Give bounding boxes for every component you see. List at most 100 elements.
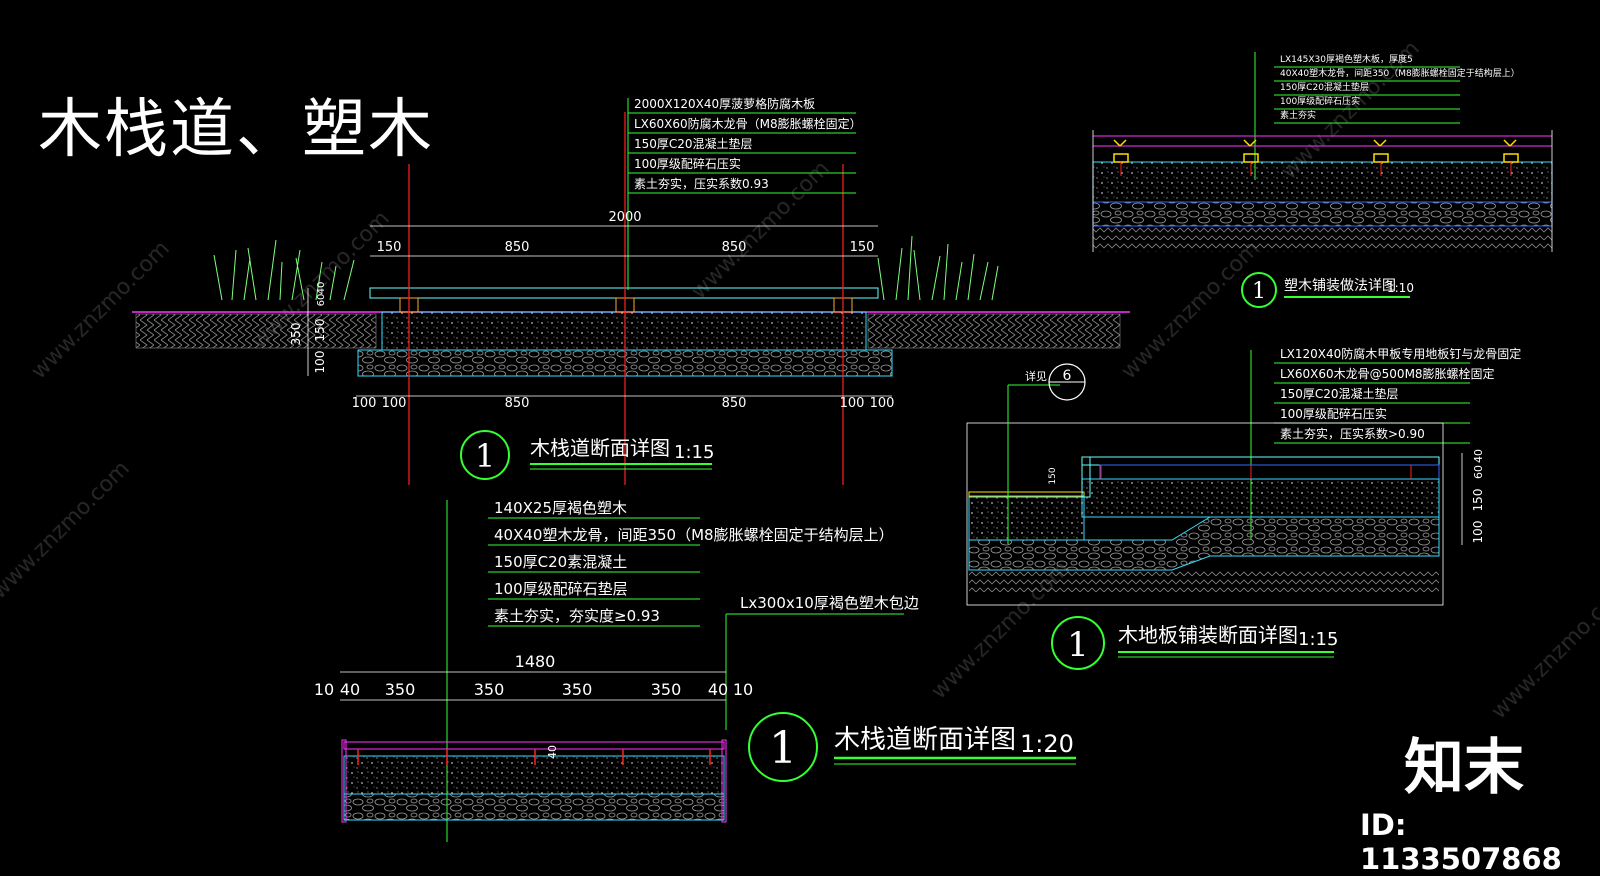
dim-overall: 2000 [608, 210, 641, 225]
detail-a-note-5: 素土夯实，压实系数0.93 [634, 176, 769, 191]
d-concrete [1081, 478, 1440, 518]
detail-b-note-4: 100厚级配碎石垫层 [494, 580, 628, 598]
d-dim-150: 150 [1471, 489, 1485, 512]
dim-seg-3: 850 [722, 240, 747, 255]
d-left-paving [968, 491, 1085, 498]
d-callout-label: 详见 [1025, 369, 1047, 383]
detail-c-title: 塑木铺装做法详图 [1284, 278, 1396, 294]
detail-d-note-3: 150厚C20混凝土垫层 [1280, 386, 1399, 401]
dim-side-100: 100 [313, 351, 327, 374]
d-anchors [1100, 465, 1412, 479]
dim-seg-1: 150 [377, 240, 402, 255]
brand-id: ID: 1133507868 [1360, 808, 1562, 876]
dim-b-seg-7: 40 [708, 680, 728, 699]
deck-board [369, 287, 879, 299]
watermark-text-8: www.znzmo.com [1487, 576, 1600, 724]
soil-right [867, 313, 1121, 349]
detail-d-note-5: 素土夯实，压实系数>0.90 [1280, 426, 1425, 441]
c-concrete [1092, 161, 1553, 203]
d-frame [966, 422, 1444, 606]
dim-b-seg-4: 350 [474, 680, 505, 699]
detail-d-number: 1 [1067, 625, 1089, 665]
b-concrete [343, 755, 725, 795]
detail-d-notes: LX120X40防腐木甲板专用地板钉与龙骨固定 LX60X60木龙骨@500M8膨… [1274, 346, 1521, 444]
concrete-layer [381, 311, 867, 351]
dim-side-40: 40 [316, 282, 327, 295]
dim-seg-2: 850 [505, 240, 530, 255]
dim-b-seg-6: 350 [651, 680, 682, 699]
detail-a-scale: 1:15 [674, 442, 714, 463]
d-left-concrete [968, 495, 1085, 541]
detail-c-note-5: 素土夯实 [1280, 109, 1316, 121]
d-callout-number: 6 [1063, 368, 1072, 384]
detail-c-note-1: LX145X30厚褐色塑木板，厚度5 [1280, 53, 1413, 65]
detail-c-note-4: 100厚级配碎石压实 [1280, 95, 1360, 107]
detail-b-number: 1 [769, 723, 797, 774]
dim-side-350: 350 [289, 323, 303, 346]
detail-a-title: 木栈道断面详图 [530, 436, 670, 460]
c-clips [1113, 139, 1519, 163]
detail-a-number: 1 [475, 437, 495, 475]
detail-b: 140X25厚褐色塑木 40X40塑木龙骨，间距350（M8膨胀螺栓固定于结构层上… [314, 499, 1076, 842]
b-anchors [357, 749, 711, 765]
drawing-title: 木栈道、塑木 [38, 93, 434, 167]
detail-b-notes: 140X25厚褐色塑木 40X40塑木龙骨，间距350（M8膨胀螺栓固定于结构层上… [488, 499, 894, 627]
d-dim-100: 100 [1471, 521, 1485, 544]
d-dim-step: 150 [1048, 467, 1058, 484]
dim-b-inner: 40 [546, 745, 559, 759]
detail-d-scale: 1:15 [1298, 629, 1338, 650]
detail-a-note-2: LX60X60防腐木龙骨（M8膨胀螺栓固定） [634, 116, 862, 131]
watermark-text-4: www.znzmo.com [1117, 236, 1265, 384]
brand-logo-text: 知末 [1404, 733, 1524, 800]
detail-a-note-4: 100厚级配碎石压实 [634, 156, 741, 171]
d-joists [1099, 464, 1440, 480]
soil-left [135, 313, 377, 349]
dim-b-seg-5: 350 [562, 680, 593, 699]
detail-d-title: 木地板铺装断面详图 [1118, 623, 1298, 647]
dim-side-150: 150 [313, 319, 327, 342]
detail-b-note-5: 素土夯实，夯实度≥0.93 [494, 607, 660, 625]
detail-c-number: 1 [1252, 279, 1266, 304]
grass-left [213, 239, 355, 301]
detail-b-circle [748, 712, 818, 782]
dim-b-seg-2: 40 [340, 680, 360, 699]
detail-d-note-4: 100厚级配碎石压实 [1280, 406, 1387, 421]
detail-b-note-3: 150厚C20素混凝土 [494, 553, 627, 571]
b-deck [343, 741, 725, 750]
dim-side-60: 60 [316, 294, 327, 307]
detail-b-note-1: 140X25厚褐色塑木 [494, 499, 627, 517]
d-curb [1081, 456, 1091, 498]
dim-b-seg-1: 10 [314, 680, 334, 699]
detail-b-scale: 1:20 [1020, 730, 1074, 758]
detail-d-note-1: LX120X40防腐木甲板专用地板钉与龙骨固定 [1280, 346, 1521, 361]
b-edge-right [721, 739, 727, 823]
detail-b-note-2: 40X40塑木龙骨，间距350（M8膨胀螺栓固定于结构层上） [494, 526, 894, 544]
d-deck [1081, 456, 1440, 466]
b-gravel [343, 793, 725, 821]
dim-bot-6: 100 [870, 396, 895, 411]
brand-logo: 知末 [1404, 733, 1524, 800]
c-anchors [1120, 162, 1512, 176]
detail-c-notes: LX145X30厚褐色塑木板，厚度5 40X40塑木龙骨，间距350（M8膨胀螺栓… [1274, 53, 1520, 124]
detail-c-note-2: 40X40塑木龙骨，间距350（M8膨胀螺栓固定于结构层上） [1280, 67, 1520, 79]
c-soil [1093, 226, 1552, 252]
detail-a-circle [460, 430, 510, 480]
dim-bot-5: 100 [840, 396, 865, 411]
watermark-text-1: www.znzmo.com [27, 236, 175, 384]
dim-b-overall: 1480 [515, 652, 556, 671]
detail-d-circle [1051, 616, 1105, 670]
edge-note: Lx300x10厚褐色塑木包边 [740, 594, 919, 612]
detail-a: 2000X120X40厚菠萝格防腐木板LX60X60防腐木龙骨（M8膨胀螺栓固定… [132, 96, 1130, 485]
dim-bot-1: 100 [352, 396, 377, 411]
detail-b-title: 木栈道断面详图 [834, 725, 1016, 755]
detail-c-scale: 1:10 [1387, 281, 1414, 295]
dim-b-seg-8: 10 [733, 680, 753, 699]
detail-c-note-3: 150厚C20混凝土垫层 [1280, 81, 1369, 93]
detail-d-note-2: LX60X60木龙骨@500M8膨胀螺栓固定 [1280, 366, 1495, 381]
detail-c-circle [1241, 272, 1277, 308]
b-edge-left [341, 739, 347, 823]
dim-seg-4: 150 [850, 240, 875, 255]
